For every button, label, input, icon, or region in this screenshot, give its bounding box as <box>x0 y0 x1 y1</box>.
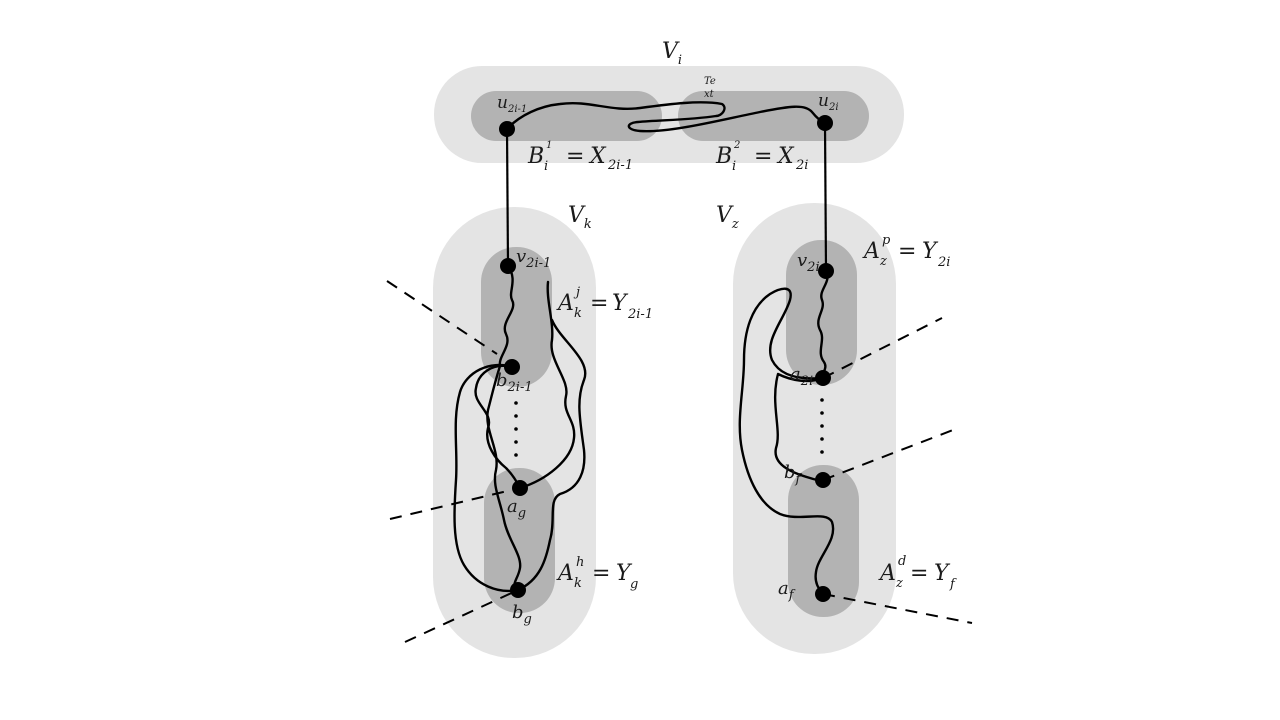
svg-text:2i-1: 2i-1 <box>627 307 653 322</box>
vertex-label-u2: u2i <box>818 91 839 113</box>
svg-text:f: f <box>949 577 957 592</box>
vertex-v1 <box>500 258 516 274</box>
svg-text:A: A <box>878 561 896 586</box>
vertex-label-u1: u2i-1 <box>497 93 527 115</box>
vertex-label-bf: bf <box>784 462 803 487</box>
svg-text:Y: Y <box>612 291 629 316</box>
svg-text:j: j <box>573 285 580 300</box>
svg-text:2i-1: 2i-1 <box>607 158 633 173</box>
group-label-vz: Vz <box>716 203 739 232</box>
vertex-u1 <box>499 121 515 137</box>
svg-text:z: z <box>879 254 887 269</box>
svg-text:B: B <box>527 144 544 169</box>
vertex-label-af: af <box>778 578 796 603</box>
svg-text:i: i <box>544 159 548 174</box>
svg-text:2i: 2i <box>937 255 950 270</box>
path-v1-bg <box>486 264 522 592</box>
path-b1-ag <box>474 364 522 490</box>
svg-text:Y: Y <box>616 561 633 586</box>
svg-text:X: X <box>588 144 607 169</box>
dashed-line <box>822 429 954 481</box>
svg-text:=: = <box>590 291 608 316</box>
ellipsis-dot <box>820 398 824 402</box>
equation-azp: A z p = Y 2i <box>862 233 950 270</box>
dashed-line <box>822 593 973 624</box>
edge-u1-v1 <box>505 128 510 267</box>
edge-u2-v2 <box>823 122 828 272</box>
svg-text:X: X <box>776 144 795 169</box>
svg-text:=: = <box>592 561 610 586</box>
blob-akj <box>481 247 552 387</box>
ellipsis-dot <box>514 427 518 431</box>
dashed-line <box>822 317 943 379</box>
ellipsis-dot <box>820 424 824 428</box>
equation-azd: A z d = Y f <box>878 554 957 592</box>
path-ag-loop <box>518 280 576 490</box>
svg-text:A: A <box>556 561 574 586</box>
svg-text:k: k <box>574 576 582 591</box>
svg-text:1: 1 <box>546 140 552 151</box>
ellipsis-dot <box>820 437 824 441</box>
vertex-label-b1: b2i-1 <box>496 370 533 395</box>
equation-akj: A k j = Y 2i-1 <box>556 285 653 322</box>
svg-text:i: i <box>732 159 736 174</box>
svg-text:g: g <box>630 577 638 592</box>
ellipsis-dot <box>514 414 518 418</box>
dashed-line <box>386 280 498 355</box>
stray-text-line2: xt <box>704 89 715 100</box>
stray-text-line1: Te <box>704 76 716 87</box>
svg-text:d: d <box>898 554 906 569</box>
vertex-label-a2i: a2i <box>790 364 813 389</box>
vertex-u2 <box>817 115 833 131</box>
vertex-af <box>815 586 831 602</box>
svg-text:=: = <box>754 144 772 169</box>
ellipsis-dot <box>820 411 824 415</box>
vertex-bg <box>510 582 526 598</box>
vertex-label-v1: v2i-1 <box>516 246 551 271</box>
svg-text:z: z <box>895 576 903 591</box>
vertex-label-v2: v2i <box>797 250 820 275</box>
vertex-v2 <box>818 263 834 279</box>
ellipsis-dot <box>820 450 824 454</box>
svg-text:=: = <box>566 144 584 169</box>
vertex-ag <box>512 480 528 496</box>
path-loop-right <box>738 287 835 596</box>
vertex-label-bg: bg <box>512 602 532 627</box>
equation-akh: A k h = Y g <box>556 555 638 592</box>
vertex-label-ag: ag <box>507 496 526 521</box>
svg-text:=: = <box>898 239 916 264</box>
vertex-b1 <box>504 359 520 375</box>
ellipsis-dot <box>514 401 518 405</box>
svg-text:A: A <box>556 291 574 316</box>
svg-text:p: p <box>882 233 891 248</box>
region-vk <box>433 207 596 658</box>
svg-text:2: 2 <box>733 140 740 151</box>
svg-text:Y: Y <box>922 239 939 264</box>
blob-b1 <box>471 91 662 141</box>
ellipsis-dot <box>514 453 518 457</box>
ellipsis-dot <box>514 440 518 444</box>
path-v2-a2i <box>817 269 829 380</box>
svg-text:A: A <box>862 239 880 264</box>
path-outer-loop <box>453 318 587 593</box>
svg-text:Y: Y <box>934 561 951 586</box>
vertex-bf <box>815 472 831 488</box>
equation-b1: B i 1 = X 2i-1 <box>527 140 633 174</box>
equation-b2: B i 2 = X 2i <box>715 140 808 174</box>
svg-text:2i: 2i <box>795 158 808 173</box>
vertex-a2i <box>815 370 831 386</box>
path-a2i-bf <box>774 372 825 482</box>
svg-text:k: k <box>574 306 582 321</box>
blob-akh <box>484 468 555 613</box>
svg-text:=: = <box>910 561 928 586</box>
group-label-vk: Vk <box>568 203 592 232</box>
blob-azd <box>788 465 859 617</box>
svg-text:h: h <box>576 555 584 570</box>
group-label-vi: Vi <box>662 39 682 68</box>
svg-text:B: B <box>715 144 732 169</box>
path-top <box>505 101 827 133</box>
